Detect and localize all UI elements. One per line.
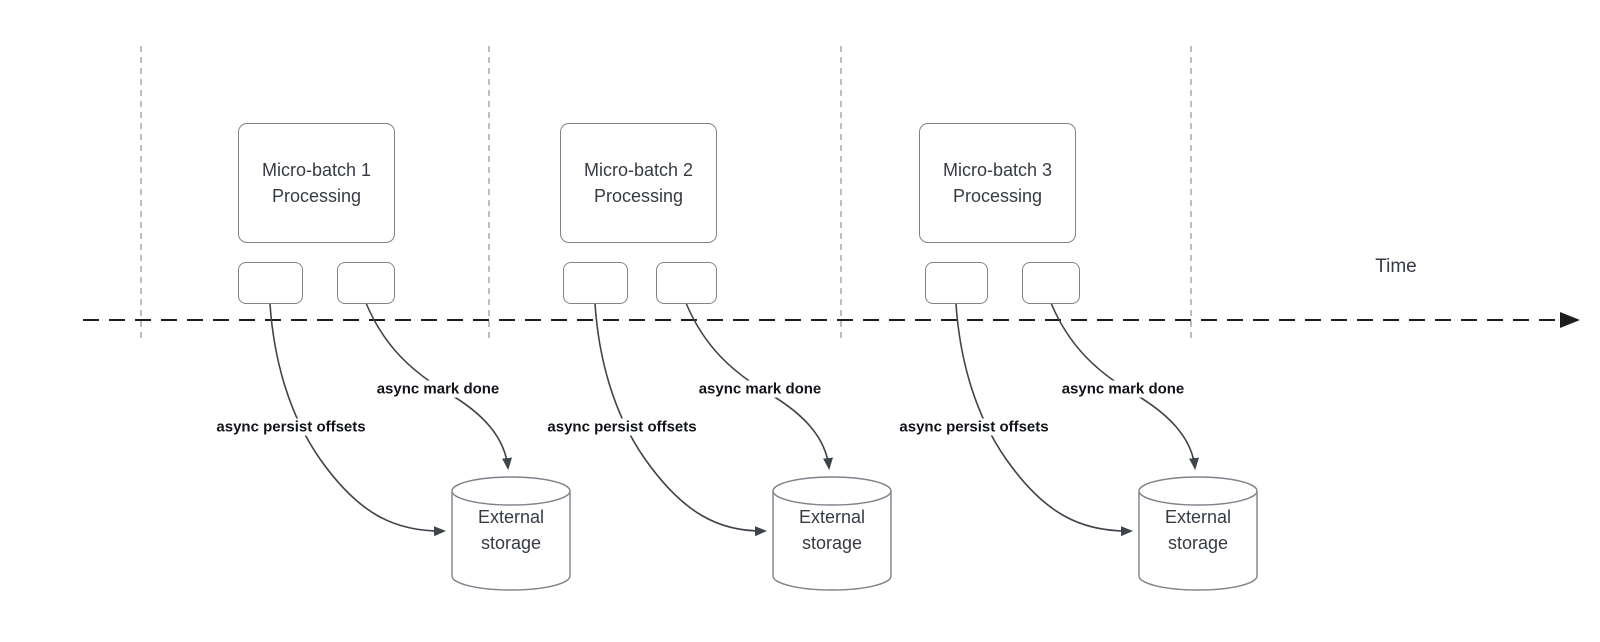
micro-batch-1-title-line1: Micro-batch 1 xyxy=(261,160,372,180)
external-storage-label: External storage xyxy=(773,504,891,556)
external-storage-line2: storage xyxy=(1167,533,1229,553)
external-storage-line1: External xyxy=(1164,507,1232,527)
micro-batch-2-title-line2: Processing xyxy=(593,186,684,206)
external-storage-line2: storage xyxy=(801,533,863,553)
micro-batch-3-title-line2: Processing xyxy=(952,186,1043,206)
external-storage-cylinder xyxy=(772,476,892,591)
persist-offsets-arrow xyxy=(955,303,1133,537)
persist-offsets-arrow xyxy=(269,303,446,537)
external-storage-label: External storage xyxy=(1139,504,1257,556)
external-storage-label: External storage xyxy=(452,504,570,556)
external-storage-cylinder xyxy=(451,476,571,591)
micro-batch-1-box: Micro-batch 1 Processing xyxy=(238,123,395,243)
mark-done-label: async mark done xyxy=(373,380,503,398)
micro-batch-3-box: Micro-batch 3 Processing xyxy=(919,123,1076,243)
micro-batch-2-title-line1: Micro-batch 2 xyxy=(583,160,694,180)
micro-batch-1-title-line2: Processing xyxy=(271,186,362,206)
mark-done-label: async mark done xyxy=(1058,380,1188,398)
persist-offsets-label: async persist offsets xyxy=(896,418,1052,436)
small-task-box-right xyxy=(1022,262,1080,304)
persist-offsets-label: async persist offsets xyxy=(544,418,700,436)
small-task-box-left xyxy=(238,262,303,304)
small-task-box-left xyxy=(925,262,988,304)
micro-batch-2-box: Micro-batch 2 Processing xyxy=(560,123,717,243)
small-task-box-right xyxy=(337,262,395,304)
persist-offsets-label: async persist offsets xyxy=(213,418,369,436)
external-storage-cylinder xyxy=(1138,476,1258,591)
small-task-box-left xyxy=(563,262,628,304)
external-storage-line2: storage xyxy=(480,533,542,553)
mark-done-label: async mark done xyxy=(695,380,825,398)
micro-batch-3-title-line1: Micro-batch 3 xyxy=(942,160,1053,180)
external-storage-line1: External xyxy=(798,507,866,527)
external-storage-line1: External xyxy=(477,507,545,527)
persist-offsets-arrow xyxy=(594,303,767,537)
time-label: Time xyxy=(1375,256,1417,277)
time-axis-arrowhead-icon xyxy=(1560,312,1580,328)
small-task-box-right xyxy=(656,262,717,304)
